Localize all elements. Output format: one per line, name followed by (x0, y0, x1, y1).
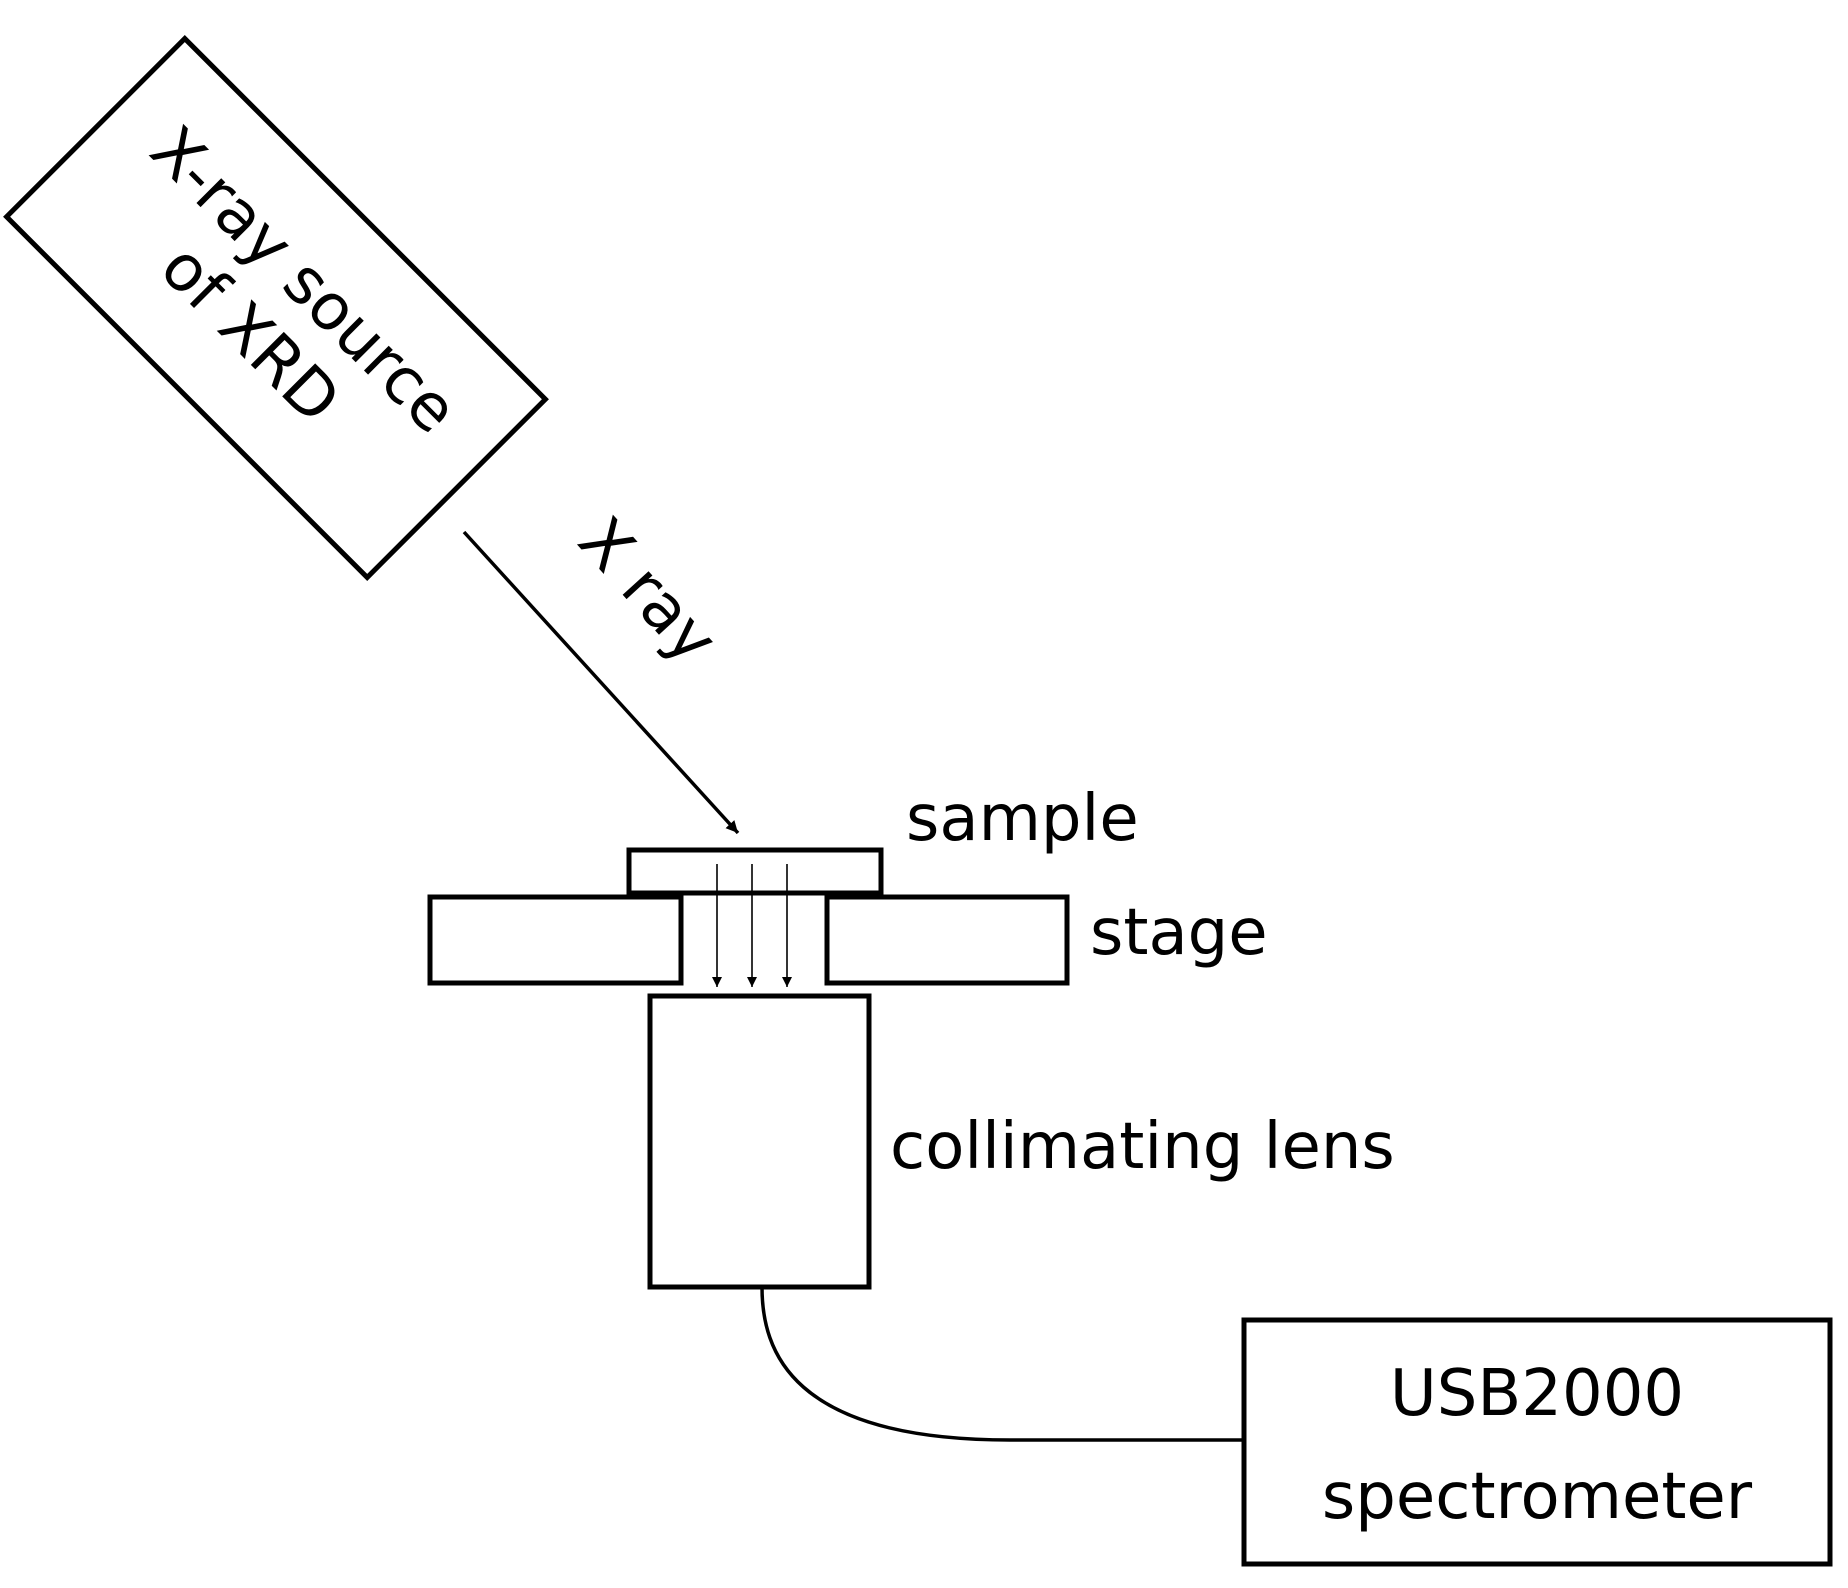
collimating-lens-label: collimating lens (890, 1110, 1395, 1184)
xray-beam-label: X ray (564, 504, 732, 678)
xray-beam-arrow (462, 530, 740, 835)
stage-label: stage (1090, 896, 1268, 970)
spectrometer-label-line2: spectrometer (1322, 1460, 1753, 1534)
spectrometer-label-line1: USB2000 (1390, 1357, 1684, 1431)
xray-source-box: X-ray source of XRD (3, 35, 549, 581)
stage-right (824, 894, 1070, 986)
fiber-cable (760, 1286, 1244, 1442)
collimating-lens (647, 993, 872, 1290)
spectrometer-box (1241, 1317, 1833, 1567)
sample-label: sample (906, 782, 1139, 856)
sample (626, 847, 884, 896)
stage-left (427, 894, 684, 986)
